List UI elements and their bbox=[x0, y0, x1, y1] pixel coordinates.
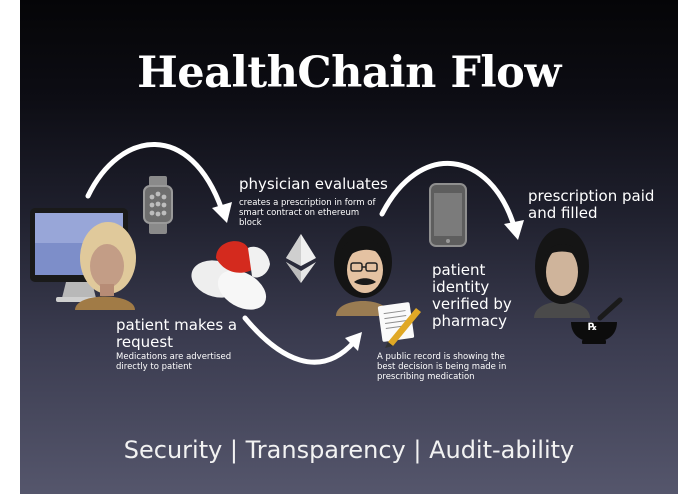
document-pen-icon bbox=[377, 302, 421, 348]
smartphone-icon bbox=[429, 183, 467, 247]
pharmacist-avatar-icon bbox=[534, 228, 590, 318]
slide-title: HealthChain Flow bbox=[137, 48, 561, 98]
physician-heading: physician evaluates bbox=[239, 175, 388, 193]
physician-detail: creates a prescription in form of smart … bbox=[239, 198, 376, 228]
pills-icon bbox=[191, 241, 270, 310]
patient-avatar-icon bbox=[75, 222, 136, 310]
public-record-detail: A public record is showing the best deci… bbox=[377, 352, 507, 382]
slide: HealthChain Flow physician evaluates cre… bbox=[20, 0, 678, 494]
mortar-pestle-icon bbox=[571, 297, 623, 344]
physician-avatar-icon bbox=[334, 226, 392, 316]
ethereum-icon bbox=[286, 234, 316, 283]
footer-tagline: Security | Transparency | Audit-ability bbox=[123, 436, 575, 464]
patient-detail: Medications are advertised directly to p… bbox=[116, 352, 232, 372]
pharmacy-verify-heading: patient identity verified by pharmacy bbox=[432, 261, 512, 330]
arrow-request-to-physician bbox=[242, 315, 357, 365]
patient-heading: patient makes a request bbox=[116, 316, 238, 351]
filled-heading: prescription paid and filled bbox=[528, 187, 655, 222]
arrow-physician-to-pharmacy bbox=[379, 161, 517, 229]
smartwatch-icon bbox=[143, 176, 173, 234]
rx-symbol: ℞ bbox=[588, 322, 597, 333]
arrow-patient-to-pills bbox=[85, 142, 225, 213]
flow-artwork bbox=[30, 142, 623, 365]
